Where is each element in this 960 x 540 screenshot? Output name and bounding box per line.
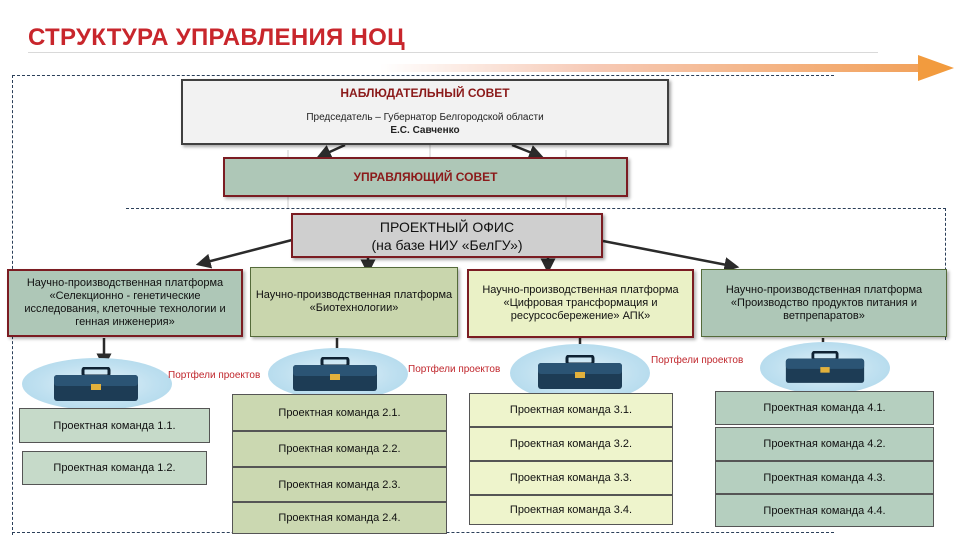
platform-2-subtitle: «Биотехнологии» [309,302,399,314]
platform-4: Научно-производственная платформа «Произ… [701,269,947,337]
team-2-4: Проектная команда 2.4. [232,502,447,534]
team-3-2: Проектная команда 3.2. [469,427,673,461]
platform-1-subtitle: «Селекционно - генетические исследования… [24,290,226,328]
briefcase-icon [293,357,377,391]
team-1-2: Проектная команда 1.2. [22,451,207,485]
supervisory-board: НАБЛЮДАТЕЛЬНЫЙ СОВЕТ Председатель – Губе… [181,79,669,145]
project-office-title: ПРОЕКТНЫЙ ОФИС [379,218,515,235]
page-title: СТРУКТУРА УПРАВЛЕНИЯ НОЦ [28,24,405,51]
portfolio-label-1: Портфели проектов [168,370,261,381]
team-1-1: Проектная команда 1.1. [19,408,210,443]
portfolio-label-2: Портфели проектов [408,364,501,375]
team-2-1: Проектная команда 2.1. [232,394,447,431]
supervisory-board-title: НАБЛЮДАТЕЛЬНЫЙ СОВЕТ [340,86,510,100]
team-4-2: Проектная команда 4.2. [715,427,934,461]
team-4-4: Проектная команда 4.4. [715,494,934,527]
platform-4-title: Научно-производственная платформа [725,283,923,296]
title-underline [28,52,878,53]
platform-3-subtitle: «Цифровая трансформация и ресурсосбереже… [503,297,658,322]
header-arrow-bar [380,64,920,72]
team-2-2: Проектная команда 2.2. [232,431,447,467]
portfolio-label-3: Портфели проектов [651,355,744,366]
project-office-subtitle: (на базе НИУ «БелГУ») [371,236,523,253]
platform-2-title: Научно-производственная платформа [255,289,453,301]
supervisory-board-chair: Председатель – Губернатор Белгородской о… [306,112,544,123]
header-arrow-head [918,55,954,81]
platform-1: Научно-производственная платформа «Селек… [7,269,243,337]
platform-1-title: Научно-производственная платформа [26,277,224,289]
team-4-1: Проектная команда 4.1. [715,391,934,425]
briefcase-icon [54,367,138,401]
briefcase-icon [538,355,622,389]
briefcase-icon [785,351,865,383]
platform-4-subtitle: «Производство продуктов питания и ветпре… [730,296,918,322]
team-3-4: Проектная команда 3.4. [469,495,673,525]
supervisory-board-name: Е.С. Савченко [390,125,460,136]
managing-board: УПРАВЛЯЮЩИЙ СОВЕТ [223,157,628,197]
platform-3: Научно-производственная платформа «Цифро… [467,269,694,338]
project-office: ПРОЕКТНЫЙ ОФИС (на базе НИУ «БелГУ») [291,213,603,258]
team-3-1: Проектная команда 3.1. [469,393,673,427]
platform-2: Научно-производственная платформа «Биоте… [250,267,458,337]
team-2-3: Проектная команда 2.3. [232,467,447,502]
team-4-3: Проектная команда 4.3. [715,461,934,494]
platform-3-title: Научно-производственная платформа [482,284,679,296]
team-3-3: Проектная команда 3.3. [469,461,673,495]
